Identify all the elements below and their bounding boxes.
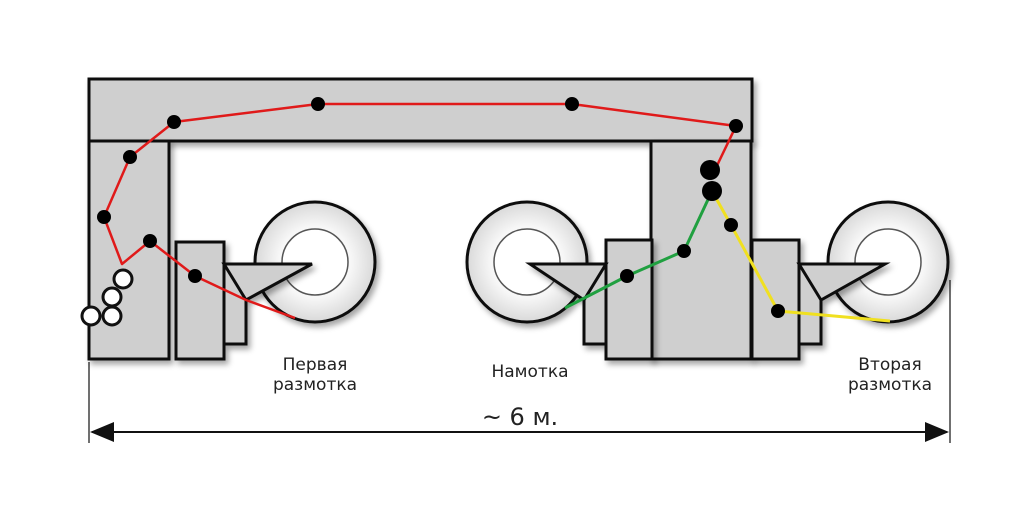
roller-dot [188, 269, 202, 283]
idler-roller [101, 286, 123, 308]
red-material-path [102, 102, 738, 320]
roller-dot [677, 244, 691, 258]
roller-dot [143, 234, 157, 248]
roller-dot [123, 150, 137, 164]
unwind-stand-2 [750, 238, 891, 361]
second-unwind-label-line2: размотка [847, 375, 933, 395]
first-unwind-label-line2: размотка [272, 375, 358, 395]
idler-roller [101, 305, 123, 327]
first-unwind-label-line1: Первая [282, 355, 348, 375]
winding-label: Намотка [470, 362, 590, 382]
winding-roll [465, 200, 589, 324]
unwind-roll-1 [253, 200, 377, 324]
top-frame-beam [87, 77, 754, 143]
roller-dot [702, 181, 722, 201]
winding-label-text: Намотка [491, 362, 569, 382]
second-unwind-label: Вторая размотка [825, 355, 955, 395]
dimension-line [88, 280, 951, 443]
roller-dot [565, 97, 579, 111]
idler-roller [112, 268, 134, 290]
roller-dot [311, 97, 325, 111]
first-unwind-label: Первая размотка [250, 355, 380, 395]
roller-dot [724, 218, 738, 232]
unwind-roll-2 [826, 200, 950, 324]
roller-dot [771, 304, 785, 318]
guide-rollers [97, 97, 785, 318]
right-column [649, 139, 753, 361]
unwind-stand-1 [174, 240, 313, 361]
roller-dot [167, 115, 181, 129]
idler-rollers [80, 268, 134, 327]
yellow-material-path [710, 190, 891, 323]
winding-stand [525, 238, 654, 361]
roller-dot [620, 269, 634, 283]
roller-dot [729, 119, 743, 133]
green-material-path [564, 190, 714, 310]
idler-roller [80, 305, 102, 327]
roller-dot [97, 210, 111, 224]
roller-dot [700, 160, 720, 180]
second-unwind-label-line1: Вторая [858, 355, 922, 375]
left-column [87, 139, 171, 361]
dimension-label: ~ 6 м. [481, 403, 559, 431]
